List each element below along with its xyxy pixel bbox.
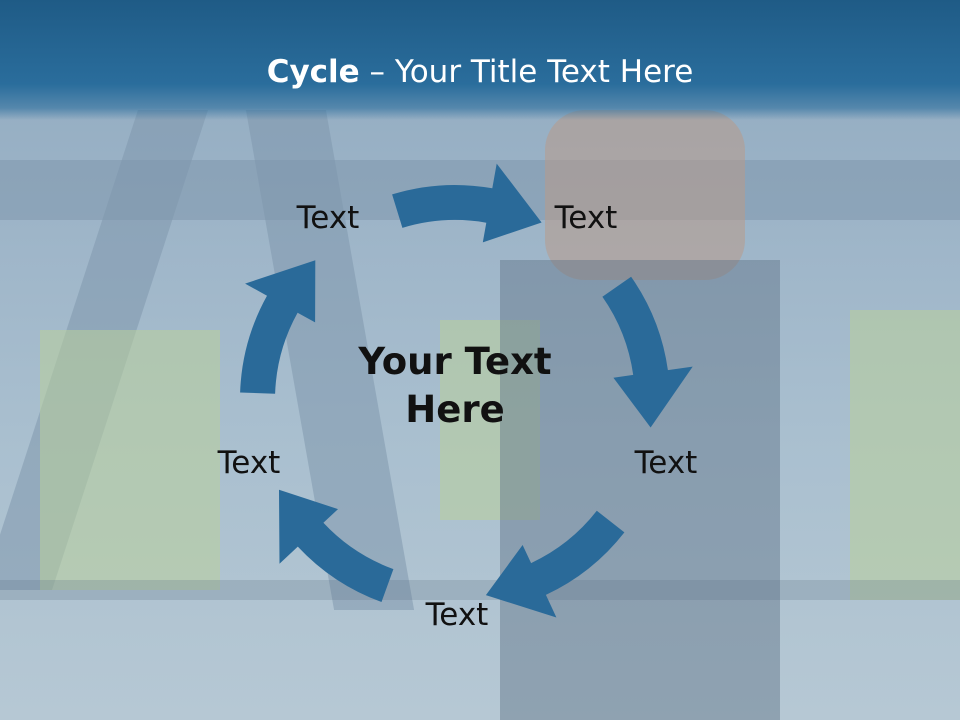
center-text-line-2: Here [405, 388, 505, 432]
center-text: Your Text Here [335, 338, 575, 434]
background-wall [850, 310, 960, 600]
node-label-2: Text [554, 200, 618, 236]
background-wall [40, 330, 220, 590]
background-wall [440, 320, 540, 520]
center-text-line-1: Your Text [358, 340, 552, 383]
cycle-arrow-5 [240, 260, 316, 394]
cycle-arrow-3 [485, 510, 625, 618]
cycle-arrow-4 [279, 489, 394, 602]
node-label-5: Text [217, 445, 281, 481]
cycle-arrow-2 [602, 276, 693, 428]
node-label-1: Text [296, 200, 360, 236]
title-bold: Cycle [266, 54, 360, 90]
slide-title: Cycle – Your Title Text Here [0, 54, 960, 90]
node-label-4: Text [425, 597, 489, 633]
node-label-3: Text [634, 445, 698, 481]
title-bar [0, 0, 960, 120]
cycle-arrow-1 [392, 163, 542, 243]
title-rest: – Your Title Text Here [359, 54, 694, 90]
background-floor-line [0, 580, 960, 600]
background-figure [545, 110, 745, 280]
